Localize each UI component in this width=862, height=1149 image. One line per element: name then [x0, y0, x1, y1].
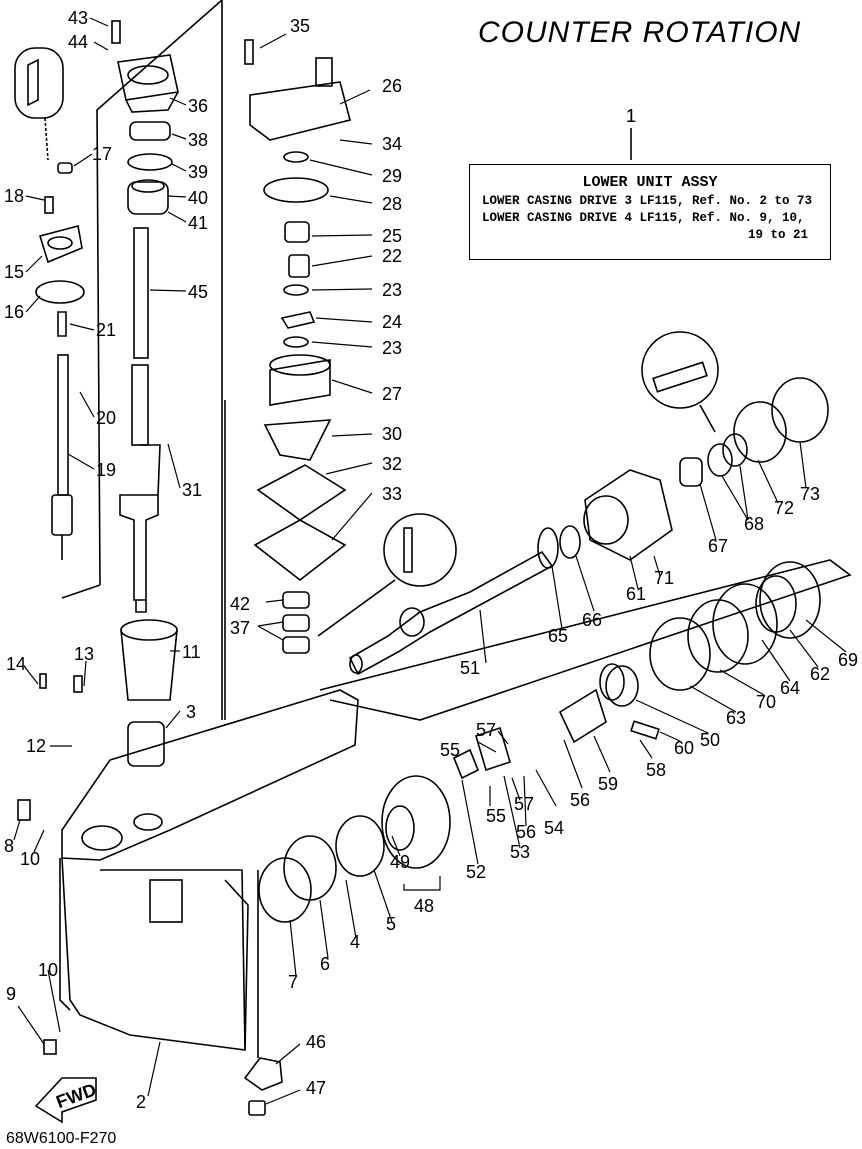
callout-label: 27: [382, 384, 402, 404]
callout-label: 16: [4, 302, 24, 322]
assembly-ref-number: 1: [626, 106, 636, 126]
callout-label: 72: [774, 498, 794, 518]
callout-label: 57: [514, 794, 534, 814]
callout-label: 20: [96, 408, 116, 428]
callout-label: 34: [382, 134, 402, 154]
callout-label: 54: [544, 818, 564, 838]
callout-label: 73: [800, 484, 820, 504]
callout-label: 69: [838, 650, 858, 670]
callout-label: 1: [626, 106, 636, 126]
callout-label: 46: [306, 1032, 326, 1052]
callout-label: 25: [382, 226, 402, 246]
callout-labels: 4344363839404145171815162120193111313141…: [4, 8, 858, 1112]
callout-label: 62: [810, 664, 830, 684]
callout-label: 41: [188, 213, 208, 233]
callout-label: 23: [382, 280, 402, 300]
callout-label: 40: [188, 188, 208, 208]
callout-label: 6: [320, 954, 330, 974]
callout-label: 44: [68, 32, 88, 52]
callout-label: 9: [6, 984, 16, 1004]
callout-label: 2: [136, 1092, 146, 1112]
callout-label: 11: [182, 642, 201, 662]
callout-label: 67: [708, 536, 728, 556]
callout-label: 18: [4, 186, 24, 206]
callout-label: 21: [96, 320, 116, 340]
callout-label: 19: [96, 460, 116, 480]
callout-label: 26: [382, 76, 402, 96]
callout-label: 70: [756, 692, 776, 712]
callout-label: 22: [382, 246, 402, 266]
assembly-line-3: 19 to 21: [747, 228, 808, 242]
callout-label: 56: [570, 790, 590, 810]
callout-label: 50: [700, 730, 720, 750]
callout-label: 13: [74, 644, 94, 664]
callout-label: 63: [726, 708, 746, 728]
callout-label: 66: [582, 610, 602, 630]
callout-label: 15: [4, 262, 24, 282]
callout-label: 17: [92, 144, 112, 164]
callout-label: 53: [510, 842, 530, 862]
callout-label: 55: [440, 740, 460, 760]
callout-label: 24: [382, 312, 402, 332]
callout-label: 35: [290, 16, 310, 36]
callout-label: 28: [382, 194, 402, 214]
callout-label: 10: [38, 960, 58, 980]
callout-label: 4: [350, 932, 360, 952]
callout-label: 55: [486, 806, 506, 826]
callout-label: 64: [780, 678, 800, 698]
callout-label: 33: [382, 484, 402, 504]
callout-label: 36: [188, 96, 208, 116]
callout-label: 8: [4, 836, 14, 856]
callout-label: 31: [182, 480, 202, 500]
callout-label: 30: [382, 424, 402, 444]
callout-label: 47: [306, 1078, 326, 1098]
callout-label: 39: [188, 162, 208, 182]
callout-label: 14: [6, 654, 26, 674]
callout-label: 45: [188, 282, 208, 302]
assembly-line-2: LOWER CASING DRIVE 4 LF115, Ref. No. 9, …: [482, 211, 805, 225]
callout-label: 60: [674, 738, 694, 758]
assembly-info-box: LOWER UNIT ASSY LOWER CASING DRIVE 3 LF1…: [469, 164, 831, 260]
callout-label: 48: [414, 896, 434, 916]
callout-label: 61: [626, 584, 646, 604]
callout-label: 10: [20, 849, 40, 869]
callout-label: 23: [382, 338, 402, 358]
callout-label: 65: [548, 626, 568, 646]
diagram-title: COUNTER ROTATION: [478, 16, 802, 49]
callout-label: 7: [288, 972, 298, 992]
callout-label: 12: [26, 736, 46, 756]
assembly-line-1: LOWER CASING DRIVE 3 LF115, Ref. No. 2 t…: [482, 194, 813, 208]
callout-label: 51: [460, 658, 480, 678]
callout-label: 59: [598, 774, 618, 794]
callout-label: 42: [230, 594, 250, 614]
callout-label: 32: [382, 454, 402, 474]
callout-label: 5: [386, 914, 396, 934]
assembly-name: LOWER UNIT ASSY: [582, 174, 718, 191]
callout-label: 49: [390, 852, 410, 872]
callout-label: 58: [646, 760, 666, 780]
callout-label: 68: [744, 514, 764, 534]
callout-label: 52: [466, 862, 486, 882]
callout-label: 38: [188, 130, 208, 150]
callout-label: 43: [68, 8, 88, 28]
drawing-code: 68W6100-F270: [6, 1130, 117, 1147]
callout-label: 71: [654, 568, 674, 588]
callout-label: 37: [230, 618, 250, 638]
callout-label: 29: [382, 166, 402, 186]
callout-label: 56: [516, 822, 536, 842]
callout-label: 3: [186, 702, 196, 722]
callout-label: 57: [476, 720, 496, 740]
